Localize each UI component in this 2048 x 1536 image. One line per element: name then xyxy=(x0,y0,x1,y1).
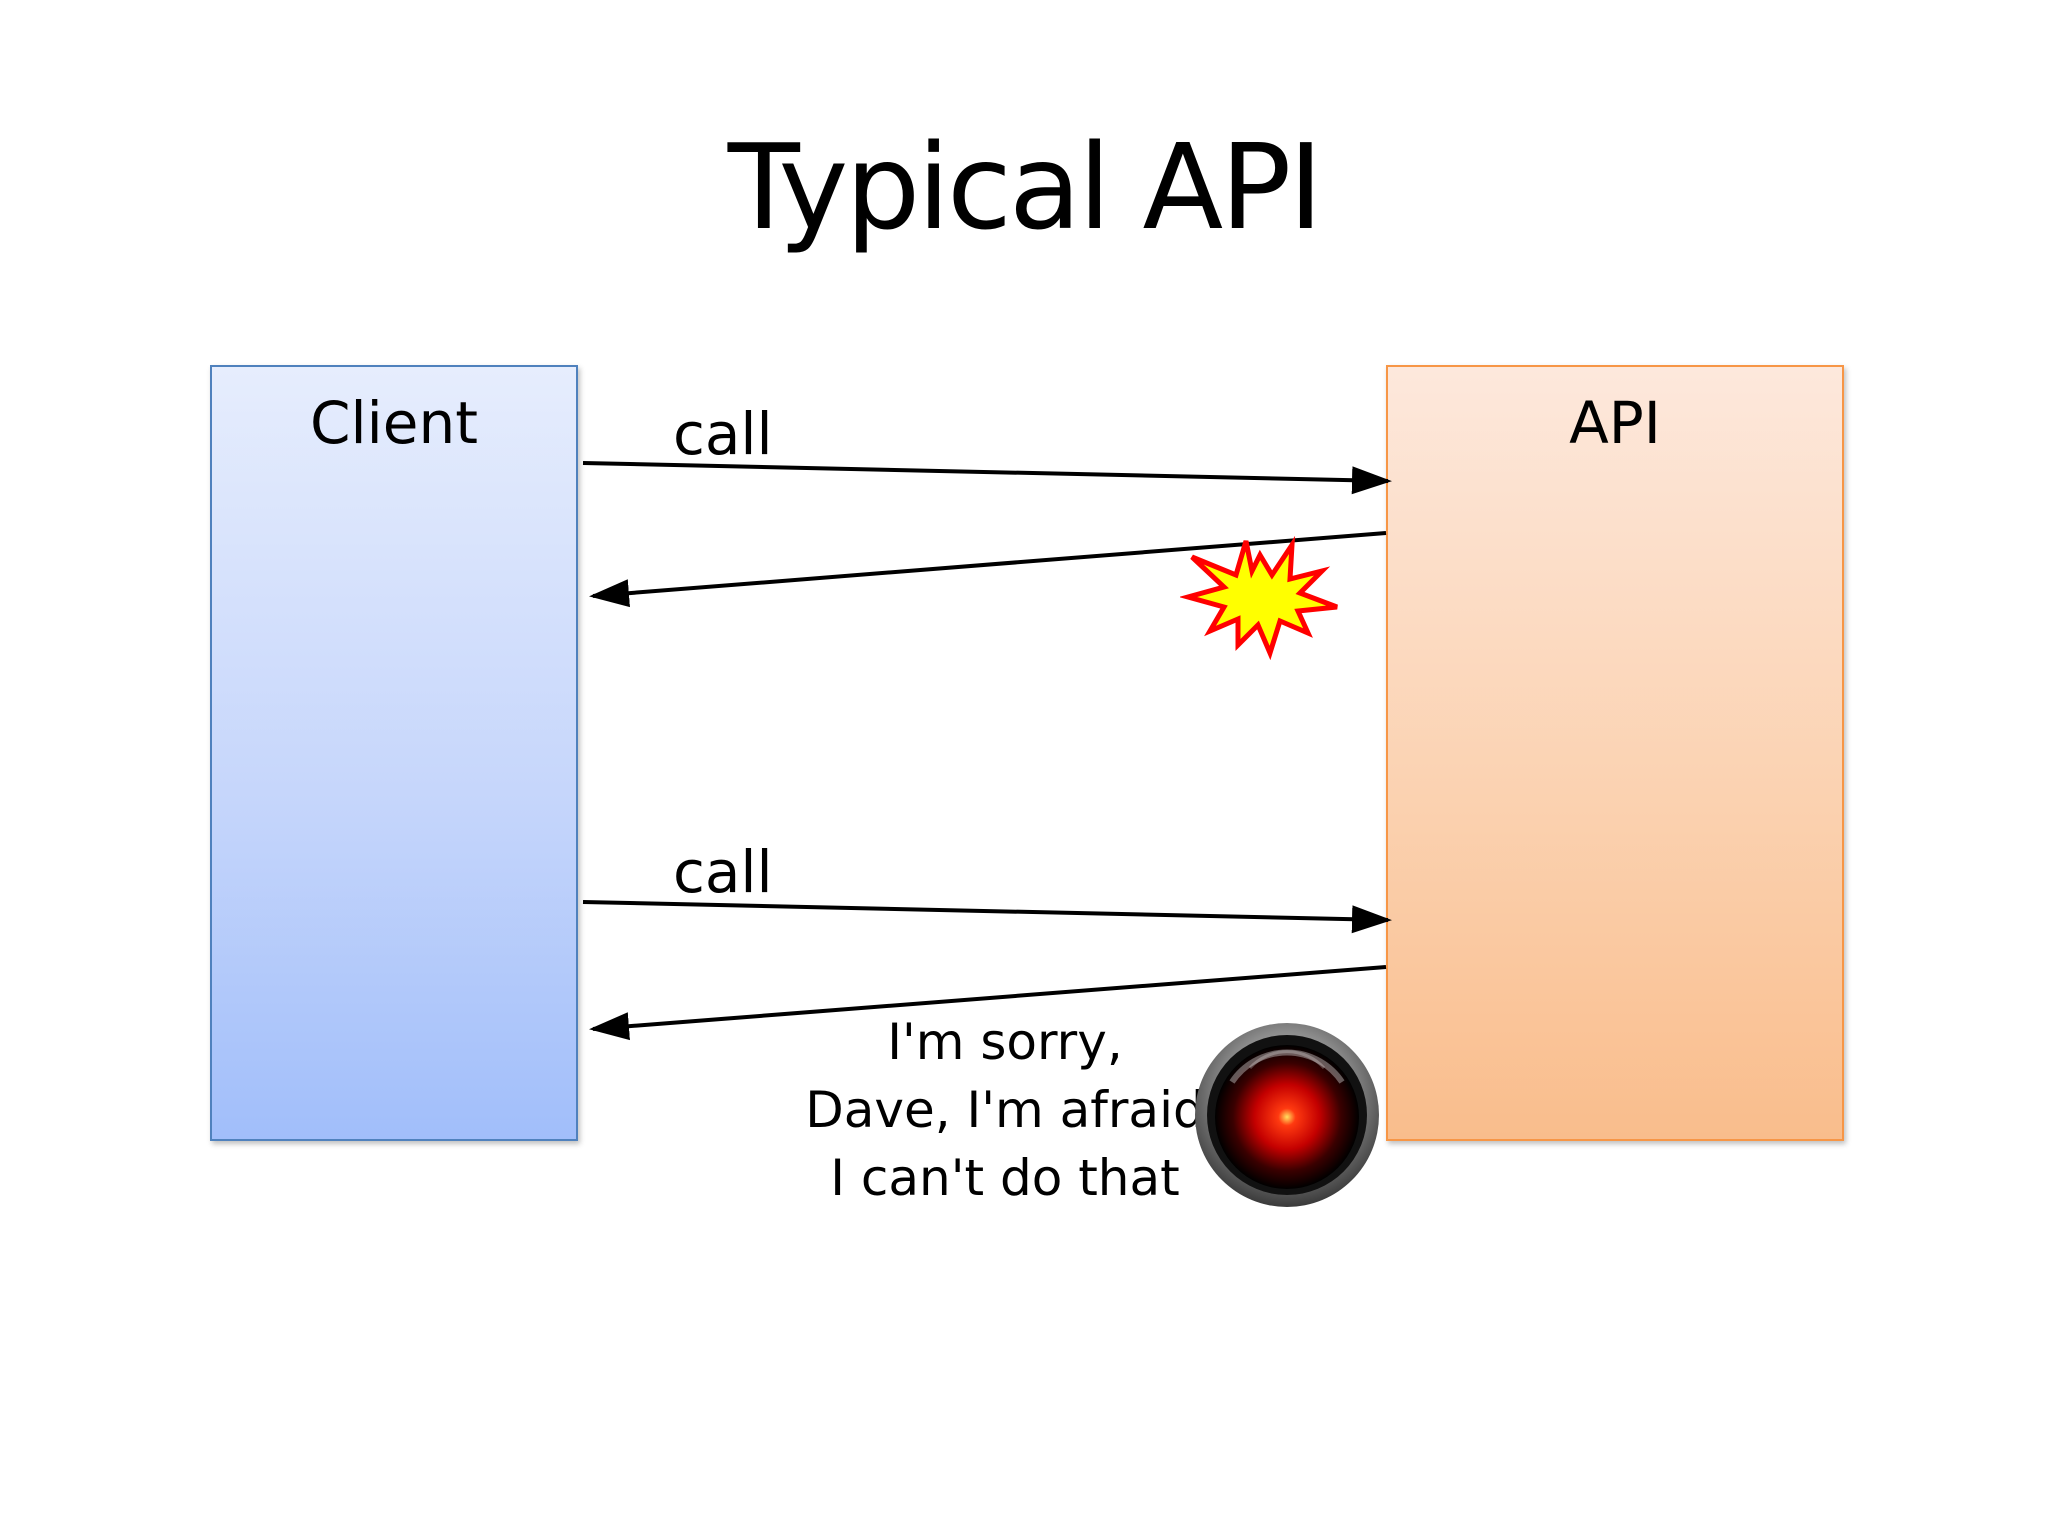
client-label: Client xyxy=(310,389,478,457)
refusal-return-arrow xyxy=(589,965,1387,1041)
quote-line-2: Dave, I'm afraid xyxy=(805,1081,1205,1139)
call-label-1: call xyxy=(673,400,773,468)
slide-title: Typical API xyxy=(727,118,1323,256)
call-arrow-2 xyxy=(582,900,1392,934)
quote-line-1: I'm sorry, xyxy=(887,1013,1123,1071)
api-box: API xyxy=(1386,365,1844,1141)
error-return-arrow xyxy=(589,531,1387,608)
call-arrow-1 xyxy=(582,461,1392,495)
call-label-2: call xyxy=(673,838,773,906)
explosion-burst-icon xyxy=(1180,535,1338,660)
hal-9000-eye-icon xyxy=(1195,1023,1379,1207)
quote-line-3: I can't do that xyxy=(830,1149,1180,1207)
api-label: API xyxy=(1569,389,1661,457)
refusal-quote: I'm sorry, Dave, I'm afraid I can't do t… xyxy=(790,1008,1220,1212)
client-box: Client xyxy=(210,365,578,1141)
